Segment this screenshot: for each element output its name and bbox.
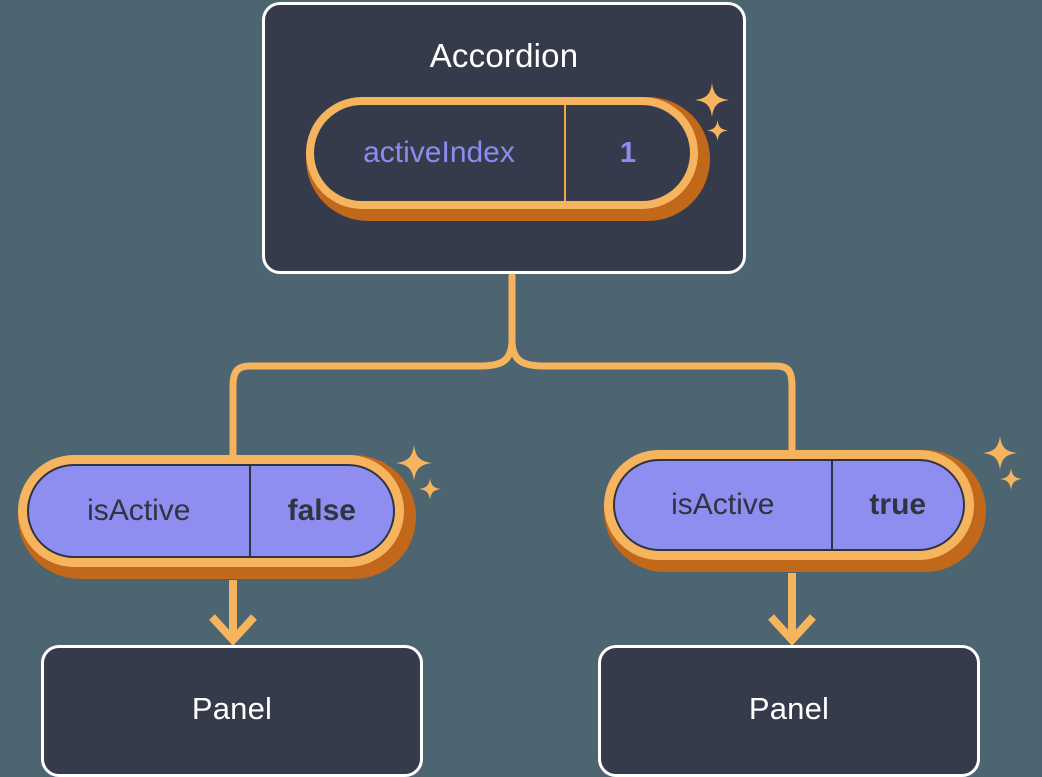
panel-title-right: Panel — [748, 691, 830, 726]
sparkle-icon — [396, 445, 432, 481]
sparkle-icon — [419, 478, 441, 500]
connector-split-left — [229, 336, 516, 470]
state-key-isactive-right: isActive — [671, 488, 775, 521]
panel-component-card-right[interactable]: Panel — [598, 645, 980, 777]
arrow-left-head — [209, 614, 257, 646]
panel-component-card-left[interactable]: Panel — [41, 645, 423, 777]
pill-body: isActive true — [613, 459, 965, 551]
sparkle-icon — [983, 436, 1017, 470]
sparkle-icon — [1000, 468, 1022, 490]
state-value-activeindex: 1 — [564, 105, 690, 201]
state-pill-isactive-false[interactable]: isActive false — [18, 455, 416, 579]
accordion-title: Accordion — [429, 37, 579, 74]
state-pill-activeindex[interactable]: activeIndex 1 — [306, 97, 710, 221]
state-value-isactive-left: false — [248, 466, 393, 556]
pill-body: activeIndex 1 — [314, 105, 690, 201]
pill-body: isActive false — [27, 464, 395, 558]
state-pill-isactive-true[interactable]: isActive true — [604, 450, 986, 572]
state-value-isactive-right: true — [830, 461, 963, 549]
panel-title-left: Panel — [191, 691, 273, 726]
connector-split-right — [508, 336, 796, 466]
state-key-isactive-left: isActive — [87, 494, 191, 527]
state-key-activeindex: activeIndex — [363, 136, 515, 169]
arrow-right-head — [768, 614, 816, 646]
